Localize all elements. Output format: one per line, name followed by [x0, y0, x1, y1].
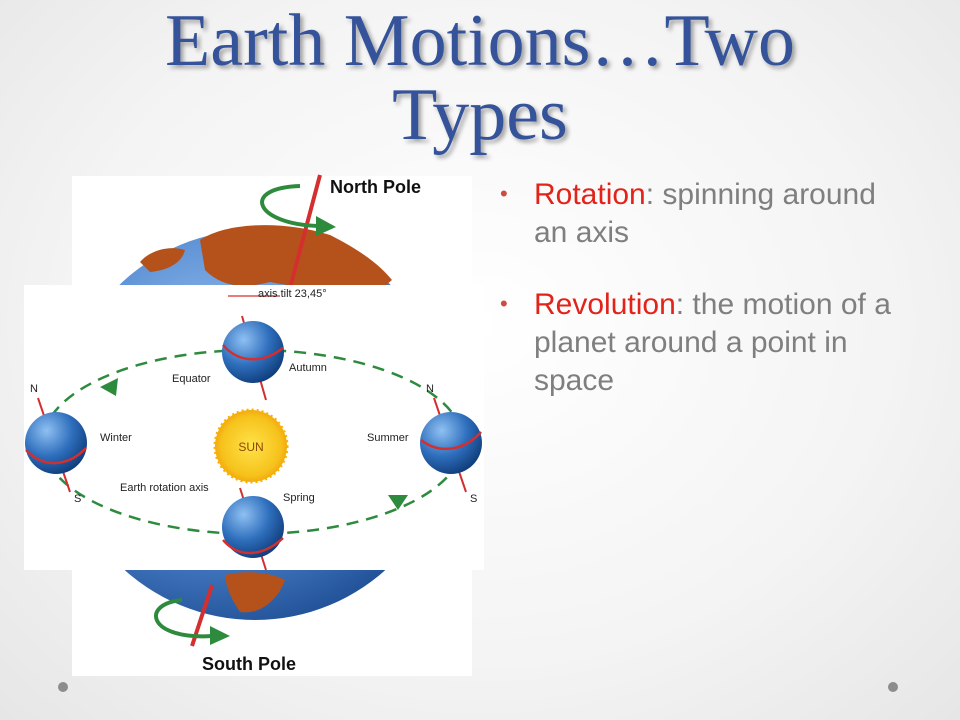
- north-label-left: N: [30, 383, 38, 395]
- bullet-list: • Rotation: spinning around an axis • Revo…: [500, 176, 900, 434]
- tilt-label: axis tilt 23,45°: [258, 288, 327, 300]
- equator-label: Equator: [172, 373, 211, 385]
- bullet-dot-icon: •: [500, 181, 508, 206]
- decorative-dot-left: [58, 682, 68, 692]
- title-line-1: Earth Motions…Two: [165, 0, 795, 82]
- orbit-arrow-icon: [388, 495, 408, 510]
- summer-label: Summer: [367, 432, 409, 444]
- orbit-arrow-icon: [100, 378, 118, 396]
- globe-summer-icon: [420, 412, 482, 474]
- bullet-dot-icon: •: [500, 291, 508, 316]
- winter-label: Winter: [100, 432, 132, 444]
- term-revolution: Revolution: [534, 288, 676, 321]
- bullet-revolution: • Revolution: the motion of a planet arou…: [500, 286, 900, 400]
- definition-revolution: : the motion of a planet around a point …: [534, 288, 891, 397]
- north-pole-label: North Pole: [330, 177, 421, 197]
- south-pole-label: South Pole: [202, 654, 296, 674]
- decorative-dot-right: [888, 682, 898, 692]
- autumn-label: Autumn: [289, 362, 327, 374]
- orbit-figure: SUN axis tilt 23,45° Equator Autumn Wint…: [24, 285, 484, 571]
- slide-title: Earth Motions…Two Types: [100, 4, 860, 152]
- globe-spring-icon: [222, 496, 284, 558]
- globe-autumn-icon: [222, 321, 284, 383]
- globe-winter-icon: [25, 412, 87, 474]
- title-line-2: Types: [392, 74, 568, 156]
- south-label-left: S: [74, 493, 81, 505]
- definition-rotation: : spinning around an axis: [534, 178, 876, 249]
- south-label-right: S: [470, 493, 477, 505]
- bullet-rotation: • Rotation: spinning around an axis: [500, 176, 900, 252]
- term-rotation: Rotation: [534, 178, 646, 211]
- spring-label: Spring: [283, 492, 315, 504]
- rotation-arrow-icon: [154, 598, 230, 645]
- sun-icon: [213, 408, 289, 484]
- sun-label: SUN: [238, 440, 263, 454]
- rotation-axis-label: Earth rotation axis: [120, 482, 209, 494]
- rotation-arrow-icon: [260, 184, 336, 236]
- north-label-right: N: [426, 383, 434, 395]
- north-axis-line: [288, 174, 322, 289]
